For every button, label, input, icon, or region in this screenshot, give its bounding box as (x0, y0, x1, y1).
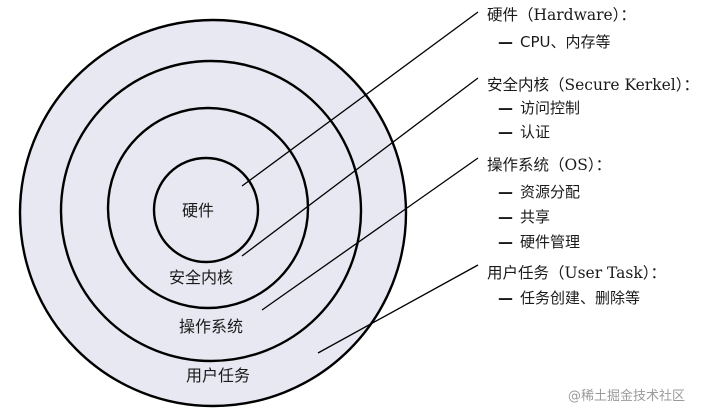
ring-labels: 硬件 安全内核 操作系统 用户任务 (169, 201, 250, 385)
bullet-dash: — (498, 33, 513, 51)
annotation-group-operating-system: 操作系统（OS）： — 资源分配 — 共享 — 硬件管理 (487, 156, 611, 251)
annotation-group-hardware: 硬件（Hardware）： — CPU、内存等 (487, 6, 636, 51)
ring-hardware (152, 156, 260, 264)
leader-lines (241, 11, 479, 354)
annotation-group-security-kernel: 安全内核（Secure Kerkel）： — 访问控制 — 认证 (487, 76, 699, 141)
leader-line-user-tasks (317, 264, 479, 354)
bullet-dash: — (498, 289, 513, 307)
group-item: 访问控制 (520, 99, 580, 117)
group-item: CPU、内存等 (520, 33, 611, 51)
group-item: 认证 (520, 123, 550, 141)
group-title-operating-system: 操作系统（OS）： (487, 156, 611, 174)
concentric-rings (18, 18, 408, 408)
leader-line-hardware (241, 11, 479, 187)
group-item: 共享 (520, 208, 550, 226)
leader-line-operating-system (261, 157, 479, 311)
group-item: 任务创建、删除等 (520, 289, 640, 307)
bullet-dash: — (498, 208, 513, 226)
annotation-group-user-tasks: 用户任务（User Task）： — 任务创建、删除等 (487, 264, 666, 307)
bullet-dash: — (498, 99, 513, 117)
ring-label-operating-system: 操作系统 (179, 317, 243, 336)
group-title-security-kernel: 安全内核（Secure Kerkel）： (487, 76, 699, 94)
bullet-dash: — (498, 123, 513, 141)
group-item: 硬件管理 (520, 233, 580, 251)
group-title-user-tasks: 用户任务（User Task）： (487, 264, 666, 282)
watermark-text: @稀土掘金技术社区 (568, 388, 685, 404)
group-item: 资源分配 (520, 183, 580, 201)
bullet-dash: — (498, 183, 513, 201)
bullet-dash: — (498, 233, 513, 251)
leader-line-security-kernel (241, 77, 479, 257)
ring-label-user-tasks: 用户任务 (186, 366, 250, 385)
ring-label-hardware: 硬件 (182, 201, 214, 220)
group-title-hardware: 硬件（Hardware）： (487, 6, 636, 24)
ring-label-security-kernel: 安全内核 (169, 268, 233, 287)
